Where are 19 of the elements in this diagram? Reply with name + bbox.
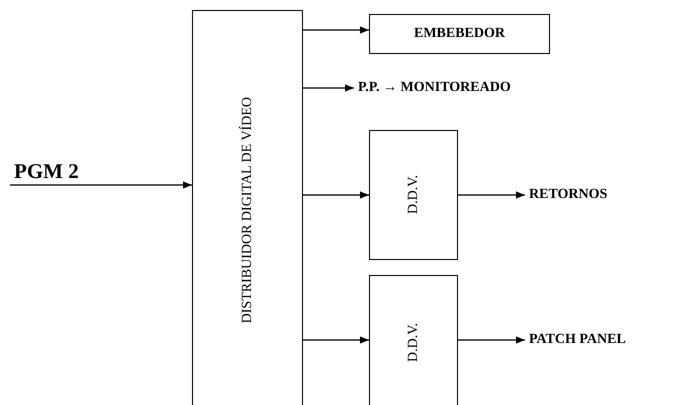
node-text: D.D.V. — [404, 175, 422, 215]
node-text: PGM 2 — [14, 158, 79, 184]
arrow — [458, 191, 525, 199]
arrow — [10, 181, 192, 189]
node-text: D.D.V. — [404, 322, 422, 362]
process-box — [369, 14, 550, 54]
arrow — [303, 84, 354, 92]
distributor-box — [369, 130, 458, 260]
arrow — [303, 336, 369, 344]
arrow — [303, 26, 369, 34]
arrow — [458, 336, 525, 344]
node-text: PATCH PANEL — [529, 331, 626, 349]
node-text: RETORNOS — [529, 186, 608, 204]
node-text: P.P. → MONITOREADO — [358, 79, 511, 97]
node-text: DISTRIBUIDOR DIGITAL DE VÍDEO — [238, 96, 256, 324]
node-text: EMBEBEDOR — [414, 25, 505, 43]
distributor-box — [369, 275, 458, 405]
arrow — [303, 191, 369, 199]
distributor-box — [192, 10, 303, 405]
